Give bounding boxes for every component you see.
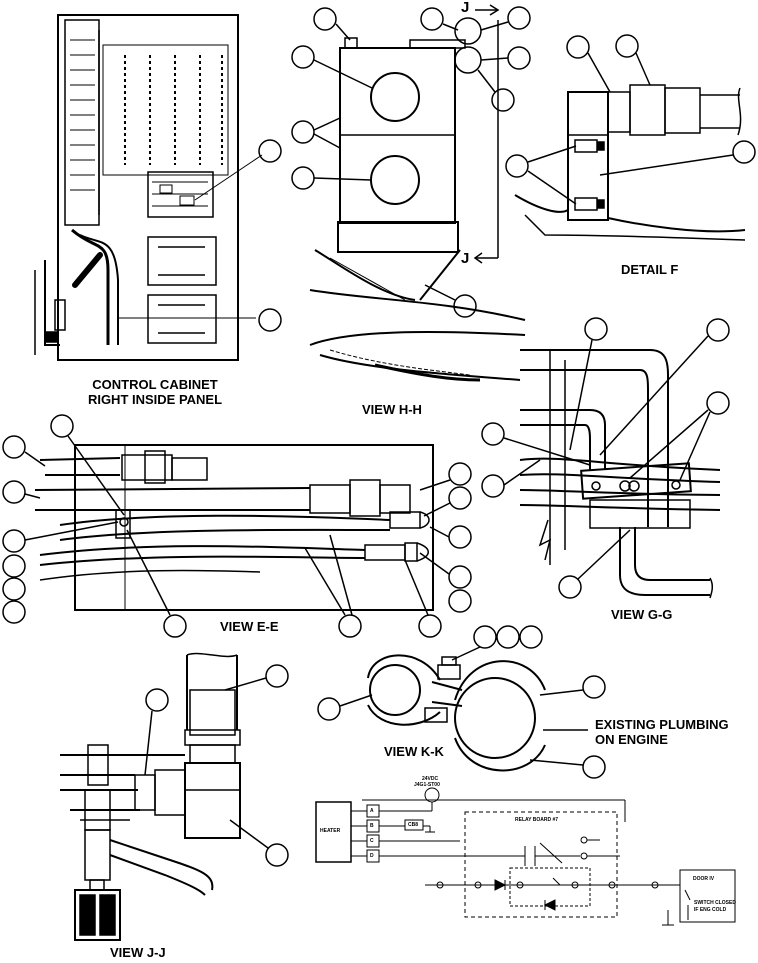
existing-plumbing-line2: ON ENGINE <box>595 732 668 747</box>
door-box-label: DOOR IV <box>693 876 715 882</box>
section-mark-top: J <box>461 0 470 16</box>
detail-f-title: DETAIL F <box>621 262 679 277</box>
view-hh-drawing <box>291 4 531 382</box>
control-cabinet-title-line1: CONTROL CABINET <box>92 377 218 392</box>
pin-a-label: A <box>370 808 374 814</box>
heater-label: HEATER <box>320 828 341 834</box>
pin-d-label: D <box>370 853 374 859</box>
view-kk-drawing <box>317 625 606 779</box>
view-jj-title: VIEW J-J <box>110 945 166 960</box>
view-jj-drawing <box>60 652 289 941</box>
view-ee-title: VIEW E-E <box>220 619 279 634</box>
view-ee-drawing <box>2 414 472 638</box>
supply-label-2: J4G1-ST00 <box>414 782 440 788</box>
wiring-schematic <box>315 787 736 926</box>
pin-c-label: C <box>370 838 374 844</box>
control-cabinet-title-line2: RIGHT INSIDE PANEL <box>87 392 223 407</box>
control-cabinet-title: CONTROL CABINET RIGHT INSIDE PANEL <box>60 377 250 407</box>
view-gg-drawing <box>481 317 730 599</box>
view-gg-title: VIEW G-G <box>611 607 673 622</box>
fuse-label: CB8 <box>408 822 419 828</box>
existing-plumbing-note: EXISTING PLUMBING ON ENGINE <box>595 717 729 747</box>
view-hh-title: VIEW H-H <box>362 402 422 417</box>
existing-plumbing-line1: EXISTING PLUMBING <box>595 717 729 732</box>
view-kk-title: VIEW K-K <box>384 744 444 759</box>
switch-note-line2: IF ENG COLD <box>694 907 727 913</box>
section-mark-bottom: J <box>461 250 470 267</box>
switch-note-line1: SWITCH CLOSED <box>694 900 736 906</box>
control-cabinet-drawing <box>34 14 282 361</box>
detail-f-drawing <box>505 34 756 241</box>
supply-label-1: 24VDC <box>422 776 439 782</box>
relay-board-label: RELAY BOARD #7 <box>515 817 559 823</box>
pin-b-label: B <box>370 823 374 829</box>
